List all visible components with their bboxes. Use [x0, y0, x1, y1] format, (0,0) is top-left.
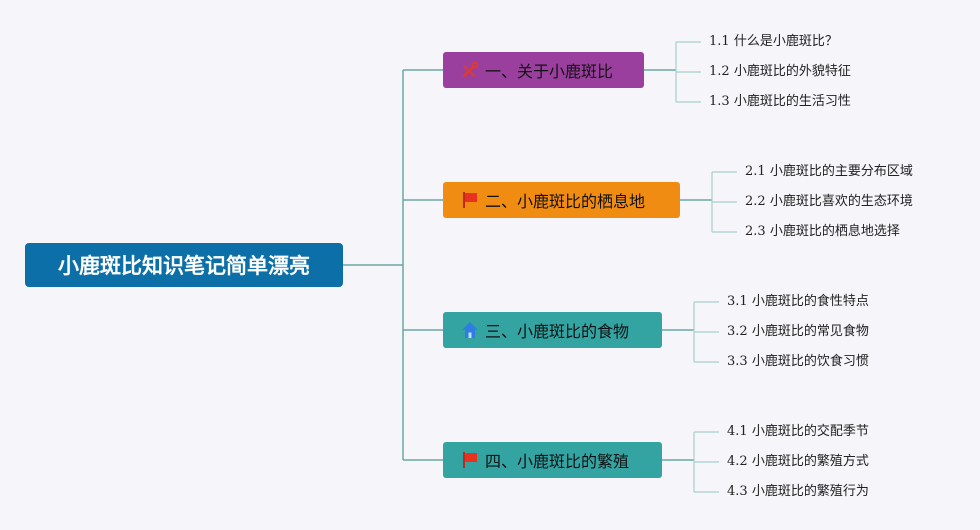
subtopic-text: 什么是小鹿斑比？	[733, 34, 838, 49]
branch-topic-habitat[interactable]: 二、小鹿斑比的栖息地	[443, 182, 680, 218]
root-topic[interactable]: 小鹿斑比知识笔记简单漂亮	[25, 243, 343, 287]
branch-topic-label: 四、小鹿斑比的繁殖	[485, 452, 630, 471]
subtopic-number: 4.2	[727, 454, 748, 469]
tools-icon	[459, 59, 481, 81]
subtopic-item[interactable]: 4.1 小鹿斑比的交配季节	[727, 424, 869, 440]
subtopic-item[interactable]: 4.3 小鹿斑比的繁殖行为	[727, 484, 869, 500]
subtopic-text: 小鹿斑比的生活习性	[733, 94, 851, 109]
subtopic-item[interactable]: 3.2 小鹿斑比的常见食物	[727, 324, 869, 340]
subtopic-item[interactable]: 2.1 小鹿斑比的主要分布区域	[745, 164, 913, 180]
subtopic-number: 1.3	[709, 94, 730, 109]
subtopic-number: 4.3	[727, 484, 748, 499]
subtopic-text: 小鹿斑比的繁殖行为	[751, 484, 869, 499]
subtopic-item[interactable]: 3.3 小鹿斑比的饮食习惯	[727, 354, 869, 370]
subtopic-text: 小鹿斑比的食性特点	[751, 294, 869, 309]
branch-topic-label: 三、小鹿斑比的食物	[485, 322, 630, 341]
subtopic-text: 小鹿斑比的主要分布区域	[769, 164, 913, 179]
branch-topic-label: 一、关于小鹿斑比	[485, 62, 614, 81]
branch-topic-breeding[interactable]: 四、小鹿斑比的繁殖	[443, 442, 662, 478]
subtopic-item[interactable]: 2.3 小鹿斑比的栖息地选择	[745, 224, 900, 240]
subtopic-text: 小鹿斑比喜欢的生态环境	[769, 194, 913, 209]
root-topic-label: 小鹿斑比知识笔记简单漂亮	[58, 254, 310, 278]
subtopic-text: 小鹿斑比的交配季节	[751, 424, 869, 439]
branch-topic-label: 二、小鹿斑比的栖息地	[485, 192, 646, 211]
subtopic-number: 2.1	[745, 164, 766, 179]
subtopic-item[interactable]: 1.2 小鹿斑比的外貌特征	[709, 64, 851, 80]
subtopic-text: 小鹿斑比的繁殖方式	[751, 454, 869, 469]
subtopic-text: 小鹿斑比的饮食习惯	[751, 354, 869, 369]
subtopic-item[interactable]: 3.1 小鹿斑比的食性特点	[727, 294, 869, 310]
red-flag-icon	[459, 449, 481, 471]
subtopic-number: 1.1	[709, 34, 730, 49]
subtopic-text: 小鹿斑比的栖息地选择	[769, 224, 900, 239]
subtopic-number: 2.3	[745, 224, 766, 239]
subtopic-number: 1.2	[709, 64, 730, 79]
subtopic-item[interactable]: 4.2 小鹿斑比的繁殖方式	[727, 454, 869, 470]
subtopic-item[interactable]: 1.1 什么是小鹿斑比？	[709, 34, 838, 50]
subtopic-number: 3.3	[727, 354, 748, 369]
branch-topic-food[interactable]: 三、小鹿斑比的食物	[443, 312, 662, 348]
red-flag-icon	[459, 189, 481, 211]
subtopic-item[interactable]: 2.2 小鹿斑比喜欢的生态环境	[745, 194, 913, 210]
subtopic-item[interactable]: 1.3 小鹿斑比的生活习性	[709, 94, 851, 110]
branch-topic-about[interactable]: 一、关于小鹿斑比	[443, 52, 644, 88]
subtopic-number: 3.2	[727, 324, 748, 339]
subtopic-text: 小鹿斑比的常见食物	[751, 324, 869, 339]
subtopic-number: 2.2	[745, 194, 766, 209]
subtopic-number: 3.1	[727, 294, 748, 309]
home-icon	[459, 319, 481, 341]
subtopic-number: 4.1	[727, 424, 748, 439]
subtopic-text: 小鹿斑比的外貌特征	[733, 64, 851, 79]
